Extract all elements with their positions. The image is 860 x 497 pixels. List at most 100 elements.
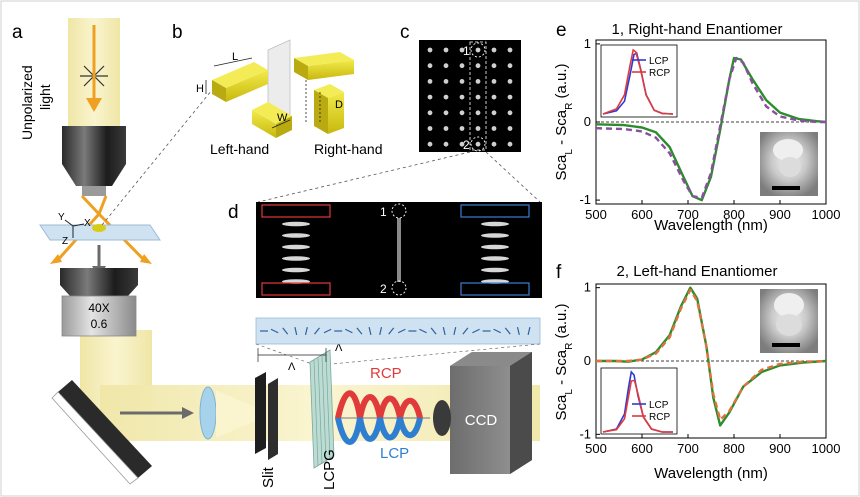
lh-bottom-bar-side [252,110,276,138]
y-tick-label: -1 [579,192,591,207]
scattering-spot [427,126,433,131]
scattering-spot [459,110,465,116]
axis-z-label: Z [62,236,68,247]
lc-molecule [516,326,520,336]
ccd-front [450,366,510,474]
lh-top-bar-side [226,70,268,102]
arrow-right-icon [182,407,194,419]
y-tick-label: 0 [584,353,591,368]
scattering-spot [507,63,513,69]
condenser-taper [62,164,126,186]
sem-particle-bottom-e [779,157,801,177]
rcp-label: RCP [370,365,402,382]
d-marker-1-label: 1 [380,205,387,219]
lc-molecule [442,326,446,336]
series-line-dashed-purple [595,56,826,199]
panel-label-e: e [556,20,567,41]
panel-d: d 1 2 Λ [228,202,542,373]
lcp-label: LCP [380,445,409,462]
lc-molecule [356,327,363,335]
dimension-marks [205,57,321,129]
scattering-spot [491,126,497,131]
diffraction-streak [282,256,310,261]
x-tick-label: 900 [769,441,791,456]
panel-label-b: b [172,22,183,43]
scattering-spot [443,110,449,116]
lc-molecule [430,327,437,335]
lcp-helix [335,417,423,445]
light-label-line2: light [37,84,53,110]
chart-e-inset [600,44,678,118]
objective-magnification: 40X [88,301,109,315]
scattering-spot [459,47,465,53]
diffraction-streak [481,233,509,238]
scattering-spot [459,126,465,131]
slit-label: Slit [260,466,277,488]
rh-bottom-bar-end [314,90,328,134]
x-tick-label: 1000 [812,207,841,222]
diffraction-streak [481,221,509,227]
scattering-spot [459,63,465,69]
x-tick-label: 600 [631,441,653,456]
d-particle-1-marker [391,203,407,219]
scattering-spot [459,94,465,100]
rcp-box-top [261,204,331,218]
x-tick-label: 500 [585,441,607,456]
zero-order-line [397,218,401,282]
scattering-spot [507,47,513,53]
diffraction-streaks [282,218,509,284]
mirror-back [51,391,139,485]
scattering-spot [443,79,449,84]
lc-molecule [397,328,406,334]
scattering-spot [475,47,481,53]
zoom-connector-c-left [257,151,471,203]
left-hand-label: Left-hand [210,141,269,157]
lc-molecule [314,327,320,335]
scatter-arrow-left-icon [50,254,62,264]
diffraction-streak [481,256,509,261]
lc-molecule [462,327,469,335]
x-tick-label: 700 [677,207,699,222]
lc-molecule [270,328,279,334]
chart-f-title: 2, Left-hand Enantiomer [617,263,778,280]
x-tick-label: 1000 [812,441,841,456]
lc-molecule [419,328,427,334]
rcp-box-bottom [261,282,331,296]
scattering-spot [507,94,513,100]
x-tick-label: 700 [677,441,699,456]
scattering-spot [475,141,481,147]
right-hand-label: Right-hand [314,141,383,157]
scattering-spot [475,94,481,100]
lc-molecule [493,328,502,334]
ccd-top [450,352,532,366]
slit-plate-2 [268,378,278,460]
scattering-spot [459,141,465,147]
scattering-spot [491,79,497,84]
arrow-down-icon [86,98,102,112]
dim-D-label: D [335,99,343,111]
scattering-spot [491,63,497,69]
inset-legend-label: RCP [649,68,670,79]
chart-e-title: 1, Right-hand Enantiomer [612,21,783,38]
zoom-connector [101,89,213,226]
sem-particle-bottom-f [776,314,802,336]
lcpg-period-label: Λ [335,342,343,354]
scattering-spot [427,79,433,84]
panel-label-d: d [228,202,239,223]
diffraction-streak [282,267,310,273]
lc-orientation-strip [255,317,541,345]
panel-a: a Unpolarized light [12,18,540,490]
diffraction-streak [481,267,509,273]
y-tick-label: -1 [579,426,591,441]
scattering-spot [443,126,449,131]
scattering-spot [427,141,433,147]
scattering-spot [427,94,433,100]
scattering-spot [427,63,433,69]
panel-label-c: c [400,22,410,43]
lh-bottom-bar-end [276,116,292,138]
rh-bottom-bar-side [328,92,344,134]
panel-c: c 1 2 [257,22,541,203]
